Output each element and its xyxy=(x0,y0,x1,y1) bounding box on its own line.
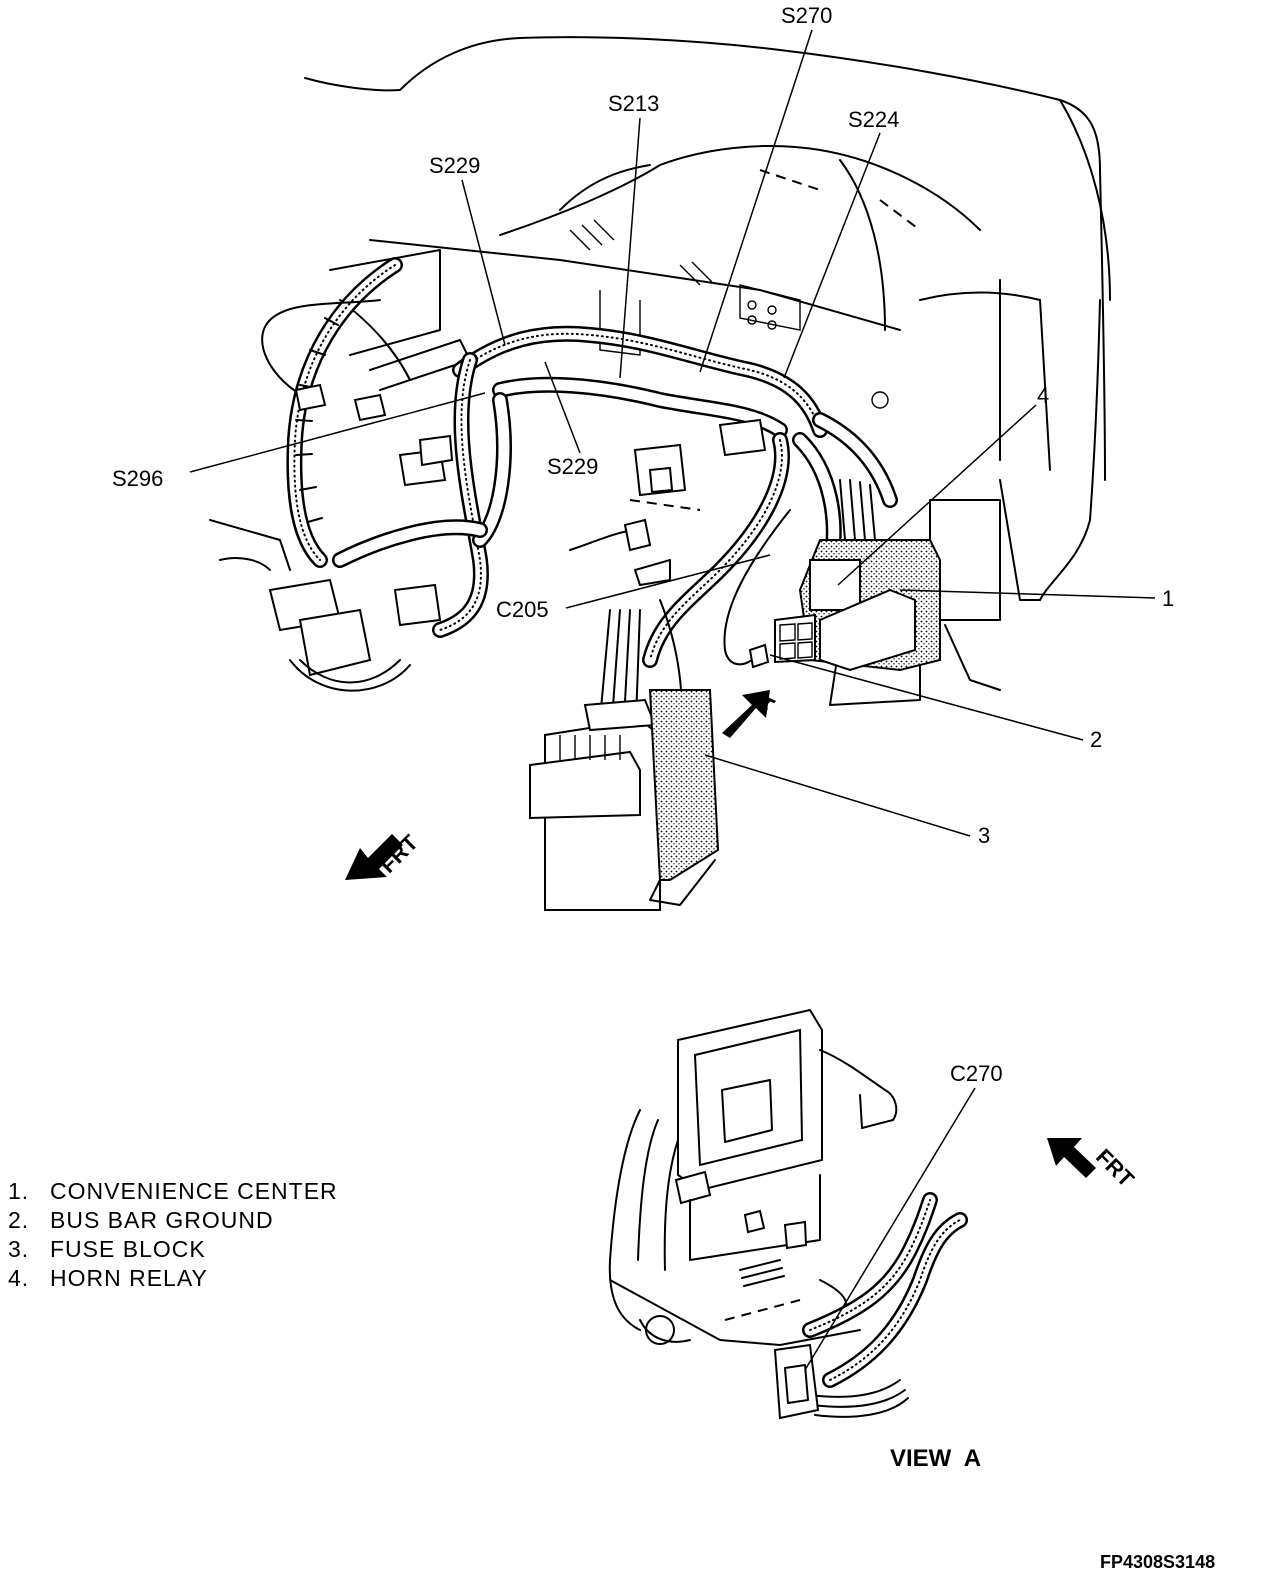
legend-item-2-text: BUS BAR GROUND xyxy=(50,1207,274,1233)
label-s296: S296 xyxy=(112,466,163,491)
label-item-4: 4 xyxy=(1037,383,1049,408)
arrow-front-main-icon xyxy=(345,834,403,880)
label-item-3: 3 xyxy=(978,823,990,848)
label-view-arrow: A xyxy=(751,686,780,715)
legend-item-2-num: 2. xyxy=(8,1207,29,1233)
label-s213: S213 xyxy=(608,91,659,116)
legend-item-1-text: CONVENIENCE CENTER xyxy=(50,1178,338,1204)
front-arrow-view-a: FRT xyxy=(1047,1138,1139,1192)
instrument-panel-illustration xyxy=(209,36,1111,911)
legend-item-3-text: FUSE BLOCK xyxy=(50,1236,206,1262)
view-a-illustration xyxy=(608,1008,968,1420)
front-arrow-main: FRT xyxy=(345,830,423,880)
view-a-arrow-icon xyxy=(722,690,770,738)
legend: 1. CONVENIENCE CENTER 2. BUS BAR GROUND … xyxy=(8,1178,338,1291)
view-a-title: VIEW A xyxy=(890,1445,981,1472)
label-s229-middle: S229 xyxy=(547,454,598,479)
label-item-1: 1 xyxy=(1162,586,1174,611)
legend-item-1-num: 1. xyxy=(8,1178,29,1204)
label-frt-view-a: FRT xyxy=(1091,1144,1139,1192)
arrow-front-view-a-icon xyxy=(1047,1138,1096,1178)
legend-item-4-text: HORN RELAY xyxy=(50,1265,208,1291)
label-s229-top: S229 xyxy=(429,153,480,178)
label-c270: C270 xyxy=(950,1061,1003,1086)
label-c205: C205 xyxy=(496,597,549,622)
c270-connector xyxy=(773,1343,820,1420)
leader-lines xyxy=(189,29,1156,1371)
label-s270: S270 xyxy=(781,3,832,28)
legend-item-4-num: 4. xyxy=(8,1265,29,1291)
label-frt-main: FRT xyxy=(375,830,423,878)
legend-item-3-num: 3. xyxy=(8,1236,29,1262)
label-s224: S224 xyxy=(848,107,899,132)
figure-code: FP4308S3148 xyxy=(1100,1552,1215,1572)
label-item-2: 2 xyxy=(1090,727,1102,752)
